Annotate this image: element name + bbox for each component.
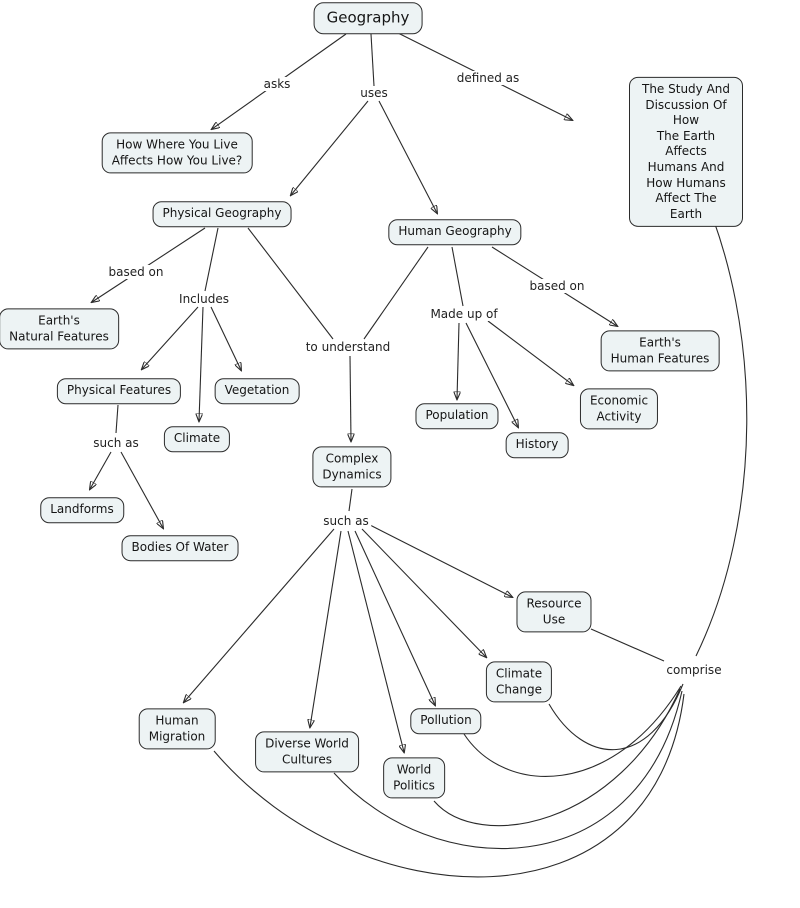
- edge-made-up-of-population: [457, 322, 459, 399]
- link-label-defined-as[interactable]: defined as: [453, 71, 523, 85]
- edge-pf-such-as-stem: [115, 404, 119, 434]
- node-human-migration[interactable]: Human Migration: [138, 708, 216, 750]
- edge-such-as-pollution: [354, 530, 435, 705]
- edge-such-as-landforms: [90, 451, 112, 489]
- node-geography[interactable]: Geography: [313, 2, 423, 34]
- edge-hg-made-up-of-stem: [451, 246, 464, 307]
- link-label-to-understand[interactable]: to understand: [302, 340, 394, 354]
- edge-pollution-comprise: [463, 685, 682, 777]
- link-label-made-up-of[interactable]: Made up of: [427, 307, 501, 321]
- edge-includes-physical-features: [142, 306, 199, 369]
- edge-pg-includes-stem: [204, 227, 219, 292]
- node-bodies-of-water[interactable]: Bodies Of Water: [121, 535, 239, 561]
- node-earths-natural-features[interactable]: Earth's Natural Features: [0, 308, 119, 350]
- edge-comprise-study: [695, 186, 748, 657]
- edge-uses-physical-geography: [291, 100, 369, 195]
- edge-cd-such-as-stem: [348, 488, 353, 512]
- link-label-based-on-human[interactable]: based on: [526, 279, 588, 293]
- node-history[interactable]: History: [505, 432, 569, 458]
- node-pollution[interactable]: Pollution: [410, 708, 482, 734]
- edge-such-as-world-politics: [347, 530, 404, 752]
- node-climate[interactable]: Climate: [163, 426, 231, 452]
- node-complex-dynamics[interactable]: Complex Dynamics: [312, 446, 392, 488]
- node-human-geography[interactable]: Human Geography: [388, 219, 522, 245]
- node-climate-change[interactable]: Climate Change: [485, 661, 553, 703]
- node-earths-human-features[interactable]: Earth's Human Features: [600, 330, 720, 372]
- edge-diverse-world-cultures-comprise: [333, 690, 683, 849]
- edge-climate-change-comprise: [548, 683, 684, 751]
- link-label-such-as-dynamics[interactable]: such as: [320, 514, 372, 528]
- edge-geography-uses-stem: [370, 33, 375, 87]
- edge-such-as-bodies-of-water: [120, 451, 163, 528]
- node-resource-use[interactable]: Resource Use: [516, 591, 592, 633]
- link-label-includes[interactable]: Includes: [176, 292, 232, 306]
- edge-such-as-diverse-world-cultures: [310, 530, 342, 727]
- edge-includes-climate: [199, 306, 204, 421]
- edge-made-up-of-economic-activity: [487, 320, 573, 385]
- link-label-based-on-physical[interactable]: based on: [105, 265, 167, 279]
- link-label-asks[interactable]: asks: [260, 77, 294, 91]
- node-world-politics[interactable]: World Politics: [383, 757, 445, 799]
- node-population[interactable]: Population: [415, 403, 499, 429]
- node-diverse-world-cultures[interactable]: Diverse World Cultures: [255, 731, 359, 773]
- node-vegetation[interactable]: Vegetation: [214, 378, 300, 404]
- node-physical-features[interactable]: Physical Features: [56, 378, 182, 404]
- edge-hg-to-understand: [363, 246, 429, 340]
- edge-to-understand-complex-dynamics: [350, 355, 351, 441]
- edge-uses-human-geography: [378, 100, 437, 213]
- edge-such-as-climate-change: [361, 528, 486, 657]
- node-landforms[interactable]: Landforms: [40, 497, 124, 523]
- node-physical-geography[interactable]: Physical Geography: [152, 201, 292, 227]
- edge-world-politics-comprise: [433, 688, 681, 827]
- edge-made-up-of-history: [465, 322, 518, 427]
- edge-pg-to-understand: [247, 227, 334, 340]
- edge-such-as-resource-use: [369, 524, 512, 597]
- link-label-comprise[interactable]: comprise: [663, 663, 725, 677]
- edge-such-as-human-migration: [184, 528, 335, 702]
- link-label-such-as-features[interactable]: such as: [90, 436, 142, 450]
- link-label-uses[interactable]: uses: [357, 86, 391, 100]
- node-economic-activity[interactable]: Economic Activity: [579, 388, 659, 430]
- node-how-where-you-live[interactable]: How Where You Live Affects How You Live?: [101, 132, 253, 174]
- edge-human-migration-comprise: [213, 693, 685, 878]
- edge-includes-vegetation: [210, 306, 241, 370]
- node-study-definition[interactable]: The Study And Discussion Of How The Eart…: [629, 76, 743, 228]
- edge-resource-use-comprise: [590, 628, 665, 662]
